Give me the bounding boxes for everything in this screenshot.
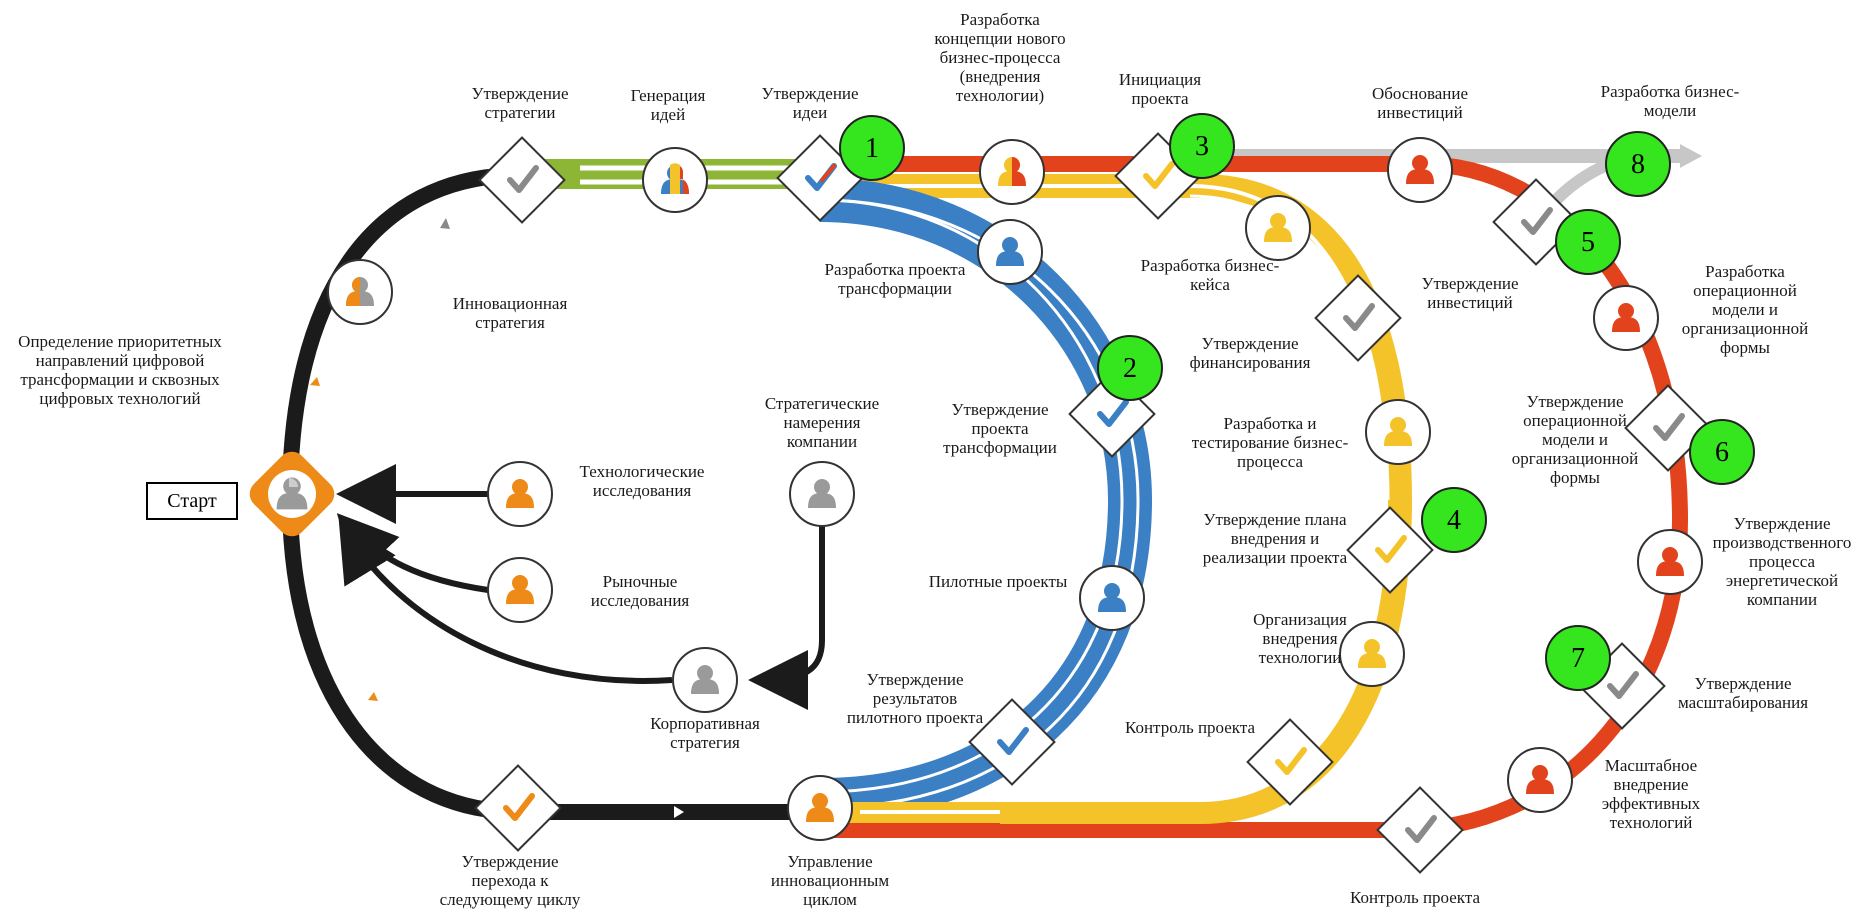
node-invest-person (1387, 137, 1453, 203)
check-approve-pilot (968, 698, 1056, 786)
check-approve-plan (1346, 506, 1434, 594)
arrow-intent (748, 526, 825, 710)
node-pilot-person (1079, 565, 1145, 631)
node-prod-person (1637, 529, 1703, 595)
badge-8: 8 (1605, 131, 1671, 197)
node-op-model-dev-person (1593, 285, 1659, 351)
label-approve-scale: Утверждение масштабирования (1677, 674, 1809, 712)
blue-track (819, 178, 1153, 822)
label-invest-just: Обоснование инвестиций (1371, 84, 1469, 122)
label-corp-strategy: Корпоративная стратегия (650, 714, 760, 752)
label-project-control-2: Контроль проекта (1349, 888, 1481, 907)
badge-7: 7 (1545, 625, 1611, 691)
label-innov-mgmt: Управление инновационным циклом (770, 852, 890, 909)
node-scale-impl-person (1507, 747, 1573, 813)
node-org-impl-person (1339, 621, 1405, 687)
check-project-control-2 (1376, 786, 1464, 874)
svg-text:1: 1 (865, 133, 879, 164)
badge-3: 3 (1169, 113, 1235, 179)
node-tech-research-person (487, 461, 553, 527)
badge-2: 2 (1097, 335, 1163, 401)
label-biz-model: Разработка бизнес- модели (1600, 82, 1740, 120)
label-transform-dev: Разработка проекта трансформации (824, 260, 966, 298)
label-scale-impl: Масштабное внедрение эффективных техноло… (1601, 756, 1701, 832)
node-transform-dev-person (977, 219, 1043, 285)
badge-6: 6 (1689, 419, 1755, 485)
label-idea-gen: Генерация идей (630, 86, 706, 124)
svg-text:2: 2 (1123, 353, 1137, 384)
svg-text:7: 7 (1571, 643, 1585, 674)
label-approve-prod: Утверждение производственного процесса э… (1712, 514, 1852, 609)
check-project-control-1 (1246, 718, 1334, 806)
badge-1: 1 (839, 115, 905, 181)
svg-text:5: 5 (1581, 227, 1595, 258)
check-approve-strategy (478, 136, 566, 224)
arrow-corp (338, 519, 673, 684)
node-biz-case-person (1245, 195, 1311, 261)
label-approve-transform: Утверждение проекта трансформации (943, 400, 1057, 457)
start-node (249, 451, 335, 537)
label-strategic-intent: Стратегические намерения компании (764, 394, 880, 451)
node-intent-person (789, 461, 855, 527)
check-approve-funding (1314, 274, 1402, 362)
svg-text:8: 8 (1631, 149, 1645, 180)
node-corp-strategy-person (672, 647, 738, 713)
label-initiation: Инициация проекта (1118, 70, 1202, 108)
svg-text:6: 6 (1715, 437, 1729, 468)
label-approve-op-model: Утверждение операционной модели и органи… (1511, 392, 1639, 487)
label-approve-funding: Утверждение финансирования (1189, 334, 1311, 372)
start-label: Старт (146, 482, 238, 520)
label-biz-case: Разработка бизнес- кейса (1140, 256, 1280, 294)
label-op-model-dev: Разработка операционной модели и организ… (1681, 262, 1809, 357)
label-new-process: Разработка концепции нового бизнес-проце… (934, 10, 1066, 105)
svg-text:4: 4 (1447, 505, 1461, 536)
label-approve-invest: Утверждение инвестиций (1421, 274, 1519, 312)
label-approve-idea: Утверждение идеи (761, 84, 859, 122)
label-approve-strategy: Утверждение стратегии (471, 84, 569, 122)
node-innov-strategy-person (327, 259, 393, 325)
label-org-impl: Организация внедрения технологии (1253, 610, 1347, 667)
node-new-process-person (979, 139, 1045, 205)
node-biz-proc-dev-person (1365, 399, 1431, 465)
label-tech-research: Технологические исследования (579, 462, 705, 500)
badge-5: 5 (1555, 209, 1621, 275)
label-approve-plan: Утверждение плана внедрения и реализации… (1202, 510, 1348, 567)
label-priority: Определение приоритетных направлений циф… (18, 332, 222, 408)
label-market-research: Рыночные исследования (590, 572, 690, 610)
svg-text:3: 3 (1195, 131, 1209, 162)
label-approve-pilot: Утверждение результатов пилотного проект… (846, 670, 984, 727)
label-project-control-1: Контроль проекта (1124, 718, 1256, 737)
label-innov-strategy: Инновационная стратегия (452, 294, 568, 332)
label-approve-next: Утверждение перехода к следующему циклу (439, 852, 581, 909)
badge-4: 4 (1421, 487, 1487, 553)
label-biz-proc-dev: Разработка и тестирование бизнес- процес… (1191, 414, 1349, 471)
node-idea-gen-person (642, 147, 708, 213)
check-approve-next (474, 764, 562, 852)
node-market-research-person (487, 557, 553, 623)
label-pilot: Пилотные проекты (928, 572, 1068, 591)
node-innov-mgmt-person (787, 775, 853, 841)
